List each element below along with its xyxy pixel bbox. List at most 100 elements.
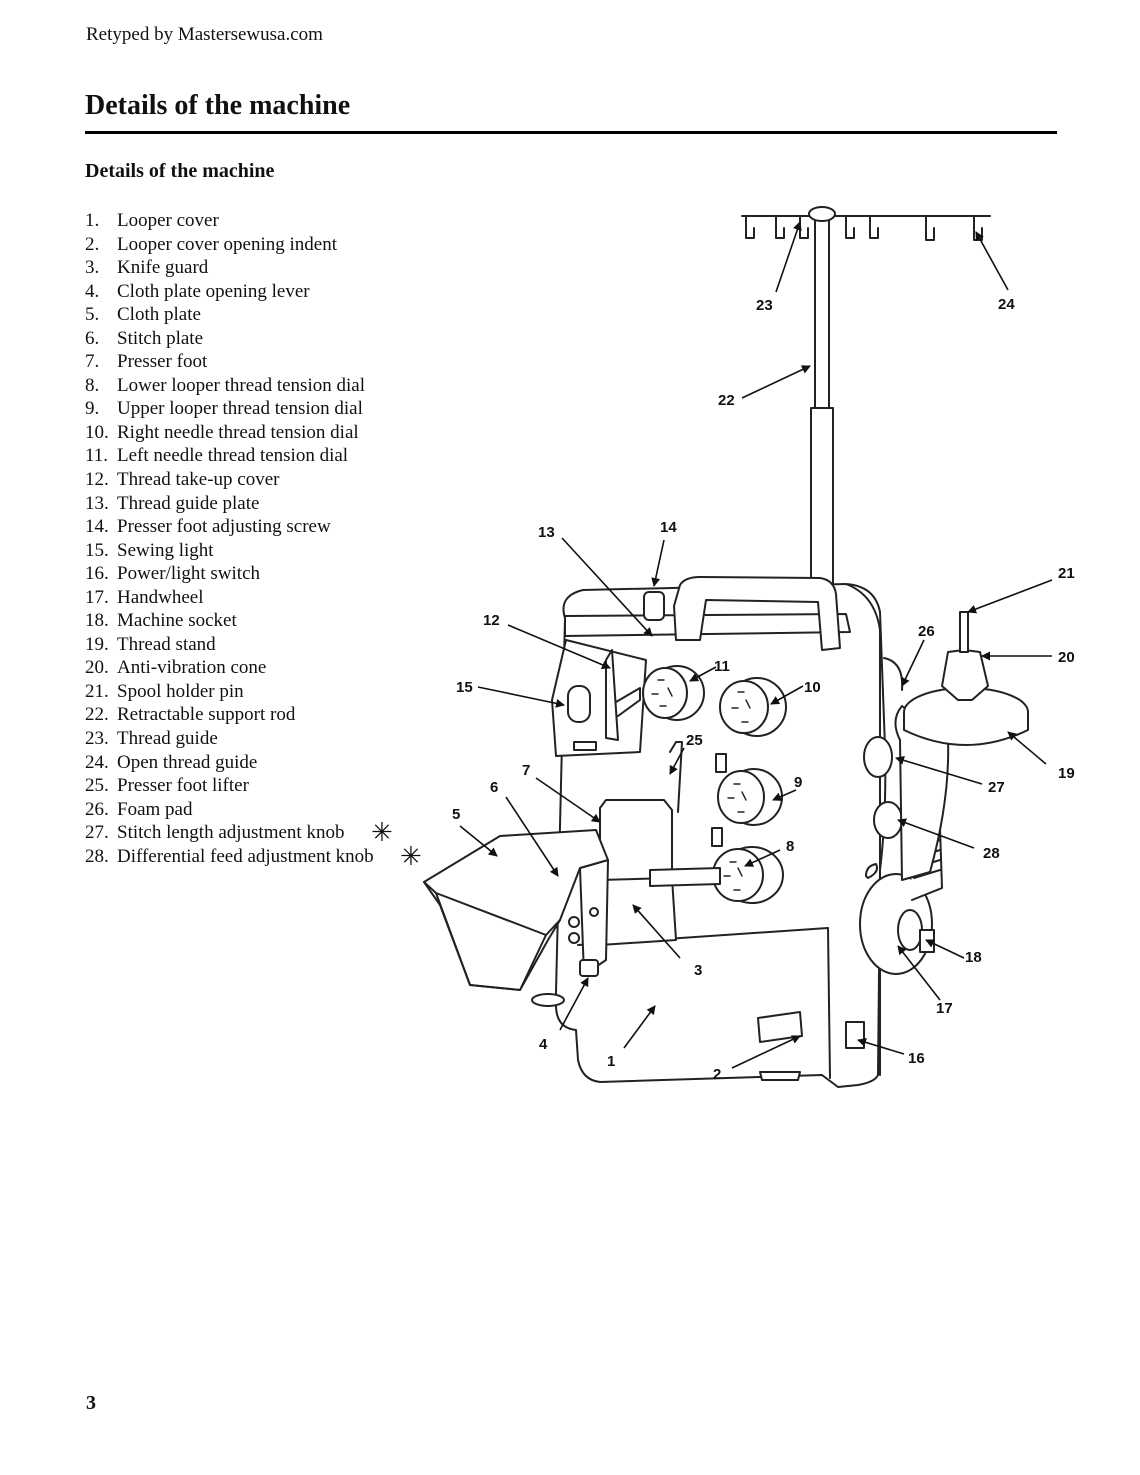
callout-9: 9 — [794, 774, 802, 791]
item-number: 18. — [85, 610, 109, 632]
item-label: Looper cover opening indent — [117, 233, 338, 255]
callout-10: 10 — [804, 679, 821, 696]
carry-handle — [673, 576, 841, 651]
callout-1: 1 — [607, 1053, 615, 1070]
callout-25: 25 — [686, 732, 703, 749]
asterisk-icon: ✳ — [400, 841, 422, 872]
list-item: 18.Machine socket — [85, 609, 374, 633]
list-item: 8.Lower looper thread tension dial — [85, 374, 374, 398]
item-label: Knife guard — [117, 257, 209, 279]
title-rule — [85, 131, 1057, 134]
item-label: Thread stand — [117, 633, 216, 655]
item-number: 23. — [85, 728, 109, 750]
item-label: Retractable support rod — [117, 704, 296, 726]
callout-22: 22 — [718, 392, 735, 409]
looper-indent — [757, 1011, 803, 1043]
callout-21: 21 — [1058, 565, 1075, 582]
item-label: Thread guide — [117, 728, 218, 750]
item-label: Presser foot adjusting screw — [117, 516, 331, 538]
header-note: Retyped by Mastersewusa.com — [86, 24, 323, 45]
support-rod-base — [810, 407, 834, 604]
list-item: 3. Knife guard — [85, 256, 374, 280]
opening-lever — [579, 959, 599, 977]
item-number: 6. — [85, 327, 100, 349]
item-label: Thread guide plate — [117, 492, 260, 514]
callout-23: 23 — [756, 297, 773, 314]
item-number: 4. — [85, 280, 100, 302]
machine-drawing — [423, 206, 1029, 1088]
callout-13: 13 — [538, 524, 555, 541]
callout-4: 4 — [539, 1036, 548, 1053]
differential-feed-knob — [873, 801, 903, 839]
callout-3: 3 — [694, 962, 702, 979]
callout-27: 27 — [988, 779, 1005, 796]
item-number: 27. — [85, 822, 109, 844]
item-number: 5. — [85, 304, 100, 326]
callout-arrows — [459, 221, 1053, 1069]
list-item: 6. Stitch plate — [85, 327, 374, 351]
cloth-plate-edge — [423, 881, 561, 936]
list-item: 7.Presser foot — [85, 350, 374, 374]
pole-top — [808, 206, 836, 222]
item-label: Open thread guide — [117, 751, 258, 773]
item-number: 22. — [85, 704, 109, 726]
spool-holder-pin — [959, 611, 969, 653]
item-label: Thread take-up cover — [117, 469, 280, 491]
foot-bracket — [649, 867, 721, 887]
item-number: 25. — [85, 775, 109, 797]
list-item: 16.Power/light switch — [85, 562, 374, 586]
callout-26: 26 — [918, 623, 935, 640]
item-label: Upper looper thread tension dial — [117, 398, 363, 420]
item-number: 24. — [85, 751, 109, 773]
list-item: 26.Foam pad — [85, 798, 374, 822]
item-label: Power/light switch — [117, 563, 261, 585]
list-item: 22. Retractable support rod — [85, 703, 374, 727]
item-label: Foam pad — [117, 798, 193, 820]
item-number: 28. — [85, 845, 109, 867]
thread-stand-rim — [903, 711, 1029, 746]
item-label: Stitch length adjustment knob — [117, 822, 345, 844]
list-item: 1.Looper cover — [85, 209, 374, 233]
item-number: 3. — [85, 257, 100, 279]
item-label: Right needle thread tension dial — [117, 421, 359, 443]
callout-24: 24 — [998, 296, 1015, 313]
page-title: Details of the machine — [85, 90, 351, 121]
item-label: Cloth plate opening lever — [117, 280, 310, 302]
item-number: 21. — [85, 680, 109, 702]
list-item: 14.Presser foot adjusting screw — [85, 515, 374, 539]
item-label: Spool holder pin — [117, 680, 244, 702]
list-item: 5.Cloth plate — [85, 303, 374, 327]
adjusting-screw — [643, 591, 665, 621]
callout-labels: 1 2 3 4 5 6 7 8 9 10 11 12 13 14 15 16 1… — [452, 296, 1075, 1083]
callout-15: 15 — [456, 679, 473, 696]
tension-dials — [642, 665, 787, 904]
rear-housing — [894, 705, 950, 881]
top-panel — [564, 613, 851, 637]
item-number: 2. — [85, 233, 100, 255]
stitch-plate-post — [579, 859, 609, 976]
item-number: 8. — [85, 374, 100, 396]
callout-12: 12 — [483, 612, 500, 629]
callout-7: 7 — [522, 762, 530, 779]
callout-18: 18 — [965, 949, 982, 966]
callout-19: 19 — [1058, 765, 1075, 782]
list-item: 15. Sewing light — [85, 539, 374, 563]
thread-guide-hooks — [745, 215, 983, 241]
list-item: 10.Right needle thread tension dial — [85, 421, 374, 445]
item-number: 15. — [85, 539, 109, 561]
list-item: 20.Anti-vibration cone — [85, 656, 374, 680]
callout-11: 11 — [714, 658, 730, 675]
list-item: 28.Differential feed adjustment knob✳ — [85, 844, 422, 870]
list-item: 11.Left needle thread tension dial — [85, 444, 374, 468]
list-item: 27.Stitch length adjustment knob✳ — [85, 820, 393, 846]
body-side-edge — [845, 583, 881, 1076]
cloth-plate-side — [435, 892, 547, 991]
callout-20: 20 — [1058, 649, 1075, 666]
item-number: 7. — [85, 351, 100, 373]
list-item: 23. Thread guide — [85, 727, 374, 751]
item-label: Sewing light — [117, 539, 214, 561]
item-label: Handwheel — [117, 586, 204, 608]
item-number: 11. — [85, 445, 109, 467]
item-label: Stitch plate — [117, 327, 204, 349]
